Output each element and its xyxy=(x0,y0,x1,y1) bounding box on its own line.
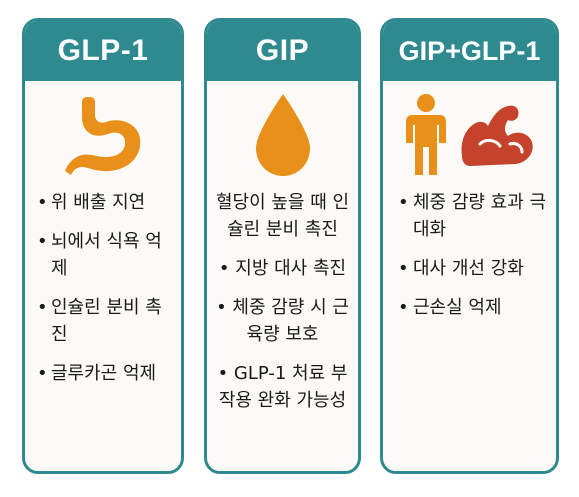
list-item: 체중 감량 효과 극대화 xyxy=(383,189,556,243)
stomach-icon xyxy=(65,97,141,175)
gip-item-text: 체중 감량 시 근육량 보호 xyxy=(232,297,349,345)
list-item: 지방 대사 촉진 xyxy=(207,255,358,282)
list-item: 체중 감량 시 근육량 보호 xyxy=(207,294,358,348)
glp1-card: GLP-1 위 배출 지연 뇌에서 식욕 억제 인슐린 분비 촉진 글루카곤 억… xyxy=(22,18,184,474)
gip-glp1-card-title: GIP+GLP-1 xyxy=(383,21,556,81)
list-item: 대사 개선 강화 xyxy=(383,255,556,282)
gip-card-title: GIP xyxy=(207,21,358,81)
list-item: GLP-1 처료 부작용 완화 가능성 xyxy=(207,360,358,414)
list-item: 뇌에서 식욕 억제 xyxy=(25,228,181,282)
glp1-item-text: 뇌에서 식욕 억제 xyxy=(51,231,162,279)
flexed-arm-icon xyxy=(461,105,533,166)
list-item: 인슐린 분비 촉진 xyxy=(25,294,181,348)
gip-effects-list: 혈당이 높을 때 인슐린 분비 촉진 지방 대사 촉진 체중 감량 시 근육량 … xyxy=(207,189,358,414)
gip-icon-area xyxy=(207,81,358,189)
gip-item-text: 지방 대사 촉진 xyxy=(235,258,347,279)
gip-item-text: GLP-1 처료 부작용 완화 가능성 xyxy=(218,363,348,411)
gip-glp1-item-text: 체중 감량 효과 극대화 xyxy=(413,192,547,240)
glp1-card-title: GLP-1 xyxy=(25,21,181,81)
drop-icon xyxy=(255,94,310,176)
list-item: 위 배출 지연 xyxy=(25,189,181,216)
gip-card: GIP 혈당이 높을 때 인슐린 분비 촉진 지방 대사 촉진 체중 감량 시 … xyxy=(204,18,361,474)
glp1-item-text: 인슐린 분비 촉진 xyxy=(51,297,162,345)
list-item: 글루카곤 억제 xyxy=(25,360,181,387)
gip-glp1-icon-area xyxy=(383,81,556,189)
glp1-effects-list: 위 배출 지연 뇌에서 식욕 억제 인슐린 분비 촉진 글루카곤 억제 xyxy=(25,189,181,387)
gip-item-text: 혈당이 높을 때 인슐린 분비 촉진 xyxy=(215,192,350,240)
gip-glp1-effects-list: 체중 감량 효과 극대화 대사 개선 강화 근손실 억제 xyxy=(383,189,556,321)
gip-glp1-item-text: 근손실 억제 xyxy=(413,297,502,318)
gip-glp1-card: GIP+GLP-1 체중 감량 효과 극대화 대사 개선 강화 근손실 억제 xyxy=(380,18,559,474)
list-item: 근손실 억제 xyxy=(383,294,556,321)
glp1-icon-area xyxy=(25,81,181,189)
gip-glp1-item-text: 대사 개선 강화 xyxy=(413,258,524,279)
glp1-item-text: 위 배출 지연 xyxy=(51,192,146,213)
glp1-item-text: 글루카곤 억제 xyxy=(51,363,157,384)
person-icon xyxy=(405,94,446,175)
list-item: 혈당이 높을 때 인슐린 분비 촉진 xyxy=(207,189,358,243)
